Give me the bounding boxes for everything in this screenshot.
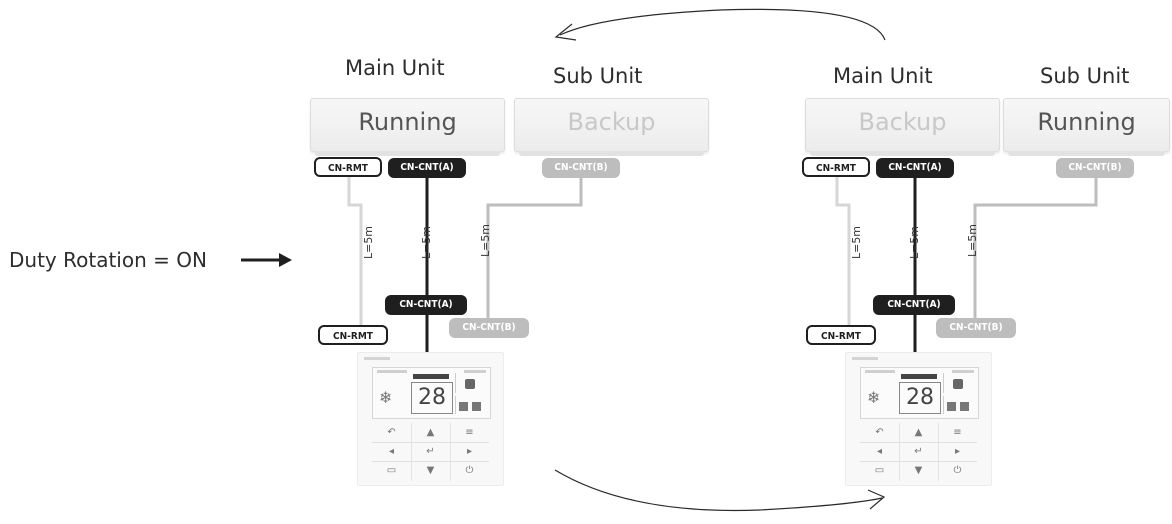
down-key-icon: ▼ (426, 465, 435, 476)
rmt-wire-left (347, 176, 363, 326)
wire-length-label: L=5m (850, 225, 864, 260)
remote-screen: ❄ 28 (372, 367, 491, 419)
left-key-icon: ◂ (388, 446, 395, 457)
cn-cnt-b-tag-remote: CN-CNT(B) (936, 318, 1016, 338)
main-unit-title: Main Unit (345, 56, 445, 80)
cn-cnt-a-tag-remote: CN-CNT(A) (873, 295, 955, 315)
menu-key-icon: ≡ (465, 427, 474, 438)
remote-controller: ❄ 28 ↶ ▲ ≡ ◂ ↵ ▸ ▭ ▼ ⏻ (357, 352, 504, 486)
menu-key-icon: ≡ (953, 427, 962, 438)
remote-controller: ❄ 28 ↶ ▲ ≡ ◂ ↵ ▸ ▭ ▼ ⏻ (845, 352, 992, 486)
main-unit-status: Running (358, 108, 457, 136)
timer-key-icon: ▭ (386, 465, 397, 476)
duty-rotation-label: Duty Rotation = ON (9, 248, 207, 272)
right-arrow-icon (241, 253, 292, 267)
wire-length-label: L=5m (420, 225, 434, 260)
sub-indoor-unit: Running (1003, 98, 1170, 156)
power-key-icon: ⏻ (953, 465, 962, 476)
main-unit-title: Main Unit (833, 64, 933, 88)
sub-unit-title: Sub Unit (1040, 64, 1130, 88)
timer-key-icon: ▭ (874, 465, 885, 476)
right-panel-wires (835, 176, 1098, 352)
wire-length-label: L=5m (479, 223, 493, 258)
rmt-wire-right (835, 176, 851, 326)
left-panel-wires (347, 176, 583, 352)
curved-arrow-bottom-icon (554, 469, 886, 512)
back-key-icon: ↶ (875, 427, 884, 438)
remote-keypad: ↶ ▲ ≡ ◂ ↵ ▸ ▭ ▼ ⏻ (372, 423, 489, 481)
cntb-wire-right (973, 176, 1098, 318)
remote-screen: ❄ 28 (860, 367, 979, 419)
snowflake-icon: ❄ (867, 388, 881, 407)
power-key-icon: ⏻ (465, 465, 474, 476)
set-temperature: 28 (899, 382, 941, 414)
wire-length-label: L=5m (966, 223, 980, 258)
right-key-icon: ▸ (954, 446, 961, 457)
fan-icon (455, 373, 486, 393)
enter-key-icon: ↵ (914, 446, 923, 457)
up-key-icon: ▲ (914, 427, 923, 438)
cn-cnt-a-tag-unit: CN-CNT(A) (876, 158, 954, 178)
cn-cnt-b-tag-unit: CN-CNT(B) (1056, 158, 1134, 178)
cn-cnt-a-tag-remote: CN-CNT(A) (385, 295, 467, 315)
fan-icon (943, 373, 974, 393)
up-key-icon: ▲ (426, 427, 435, 438)
cn-cnt-a-tag-unit: CN-CNT(A) (388, 158, 466, 178)
cn-cnt-b-tag-unit: CN-CNT(B) (542, 158, 620, 178)
cn-rmt-tag-remote: CN-RMT (318, 325, 388, 345)
left-key-icon: ◂ (876, 446, 883, 457)
sub-indoor-unit: Backup (514, 98, 709, 156)
sub-unit-status: Running (1037, 108, 1136, 136)
down-key-icon: ▼ (914, 465, 923, 476)
sub-unit-status: Backup (567, 108, 656, 136)
cn-rmt-tag-unit: CN-RMT (314, 157, 382, 177)
remote-keypad: ↶ ▲ ≡ ◂ ↵ ▸ ▭ ▼ ⏻ (860, 423, 977, 481)
cn-cnt-b-tag-remote: CN-CNT(B) (449, 318, 529, 338)
flap-icon (455, 396, 486, 414)
main-indoor-unit: Backup (805, 98, 1000, 156)
sub-unit-title: Sub Unit (553, 64, 643, 88)
cn-rmt-tag-unit: CN-RMT (802, 157, 870, 177)
right-key-icon: ▸ (466, 446, 473, 457)
cn-rmt-tag-remote: CN-RMT (806, 325, 876, 345)
set-temperature: 28 (411, 382, 453, 414)
enter-key-icon: ↵ (426, 446, 435, 457)
wire-length-label: L=5m (362, 225, 376, 260)
main-unit-status: Backup (858, 108, 947, 136)
cntb-wire-left (486, 176, 583, 318)
snowflake-icon: ❄ (379, 388, 393, 407)
main-indoor-unit: Running (310, 98, 505, 156)
curved-arrow-top-icon (554, 8, 886, 41)
back-key-icon: ↶ (387, 427, 396, 438)
flap-icon (943, 396, 974, 414)
wire-length-label: L=5m (908, 225, 922, 260)
